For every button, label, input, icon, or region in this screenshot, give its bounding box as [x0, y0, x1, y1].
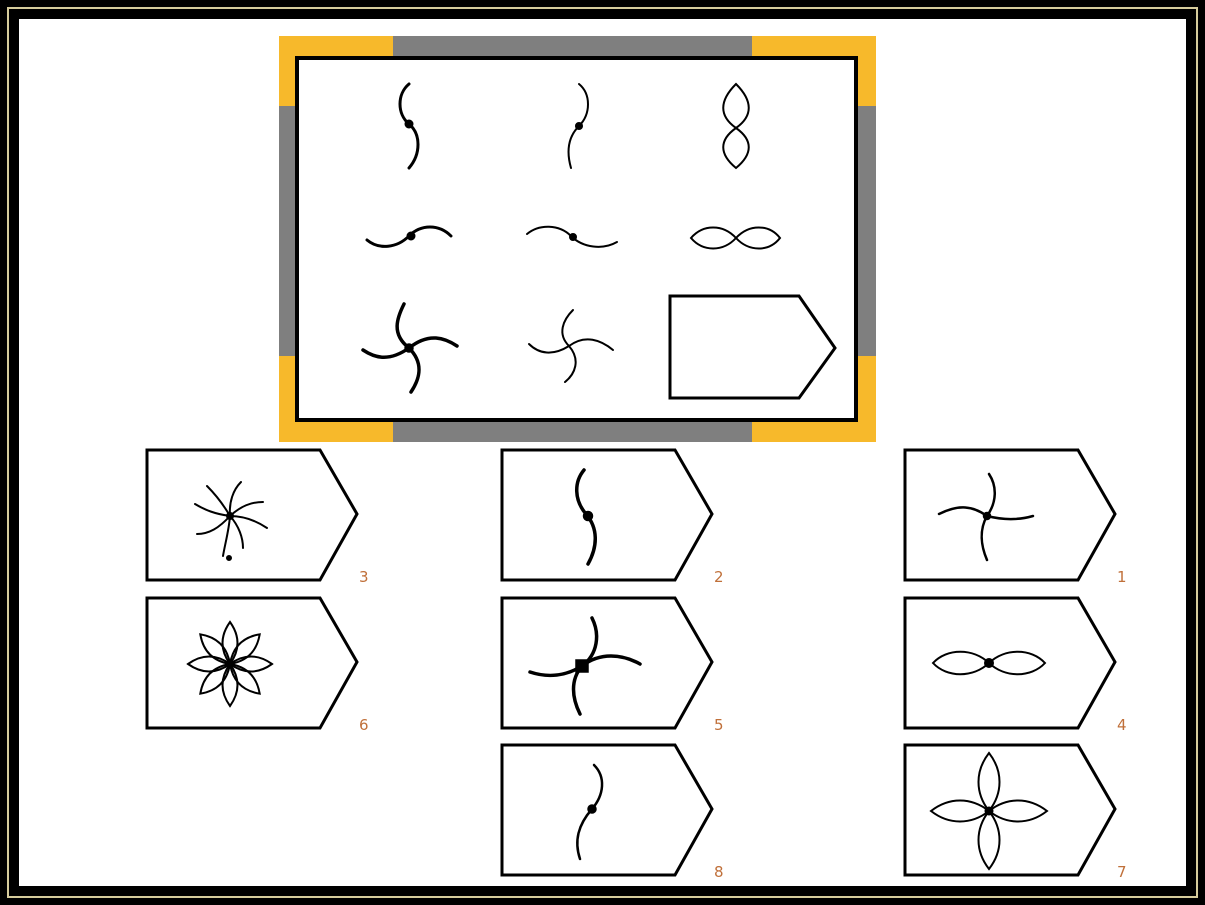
- option-4[interactable]: 4: [903, 596, 1133, 736]
- option-card-shape: [905, 598, 1115, 728]
- option-8[interactable]: 8: [500, 743, 730, 883]
- option-number: 6: [359, 716, 369, 734]
- option-2[interactable]: 2: [500, 448, 730, 588]
- option-card-shape: [147, 598, 357, 728]
- option-7[interactable]: 7: [903, 743, 1133, 883]
- option-3[interactable]: 3: [145, 448, 375, 588]
- matrix-frame: [279, 36, 876, 442]
- option-5[interactable]: 5: [500, 596, 730, 736]
- option-number: 1: [1117, 568, 1127, 586]
- option-number: 2: [714, 568, 724, 586]
- option-1[interactable]: 1: [903, 448, 1133, 588]
- option-number: 5: [714, 716, 724, 734]
- option-number: 8: [714, 863, 724, 881]
- option-number: 4: [1117, 716, 1127, 734]
- option-card-shape: [502, 598, 712, 728]
- option-card-shape: [502, 745, 712, 875]
- option-card-shape: [502, 450, 712, 580]
- option-number: 7: [1117, 863, 1127, 881]
- option-card-shape: [147, 450, 357, 580]
- option-number: 3: [359, 568, 369, 586]
- option-card-shape: [905, 450, 1115, 580]
- puzzle-matrix: [279, 36, 876, 442]
- cell-r3c3-answer-slot[interactable]: [670, 296, 835, 398]
- option-card-shape: [905, 745, 1115, 875]
- option-6[interactable]: 6: [145, 596, 375, 736]
